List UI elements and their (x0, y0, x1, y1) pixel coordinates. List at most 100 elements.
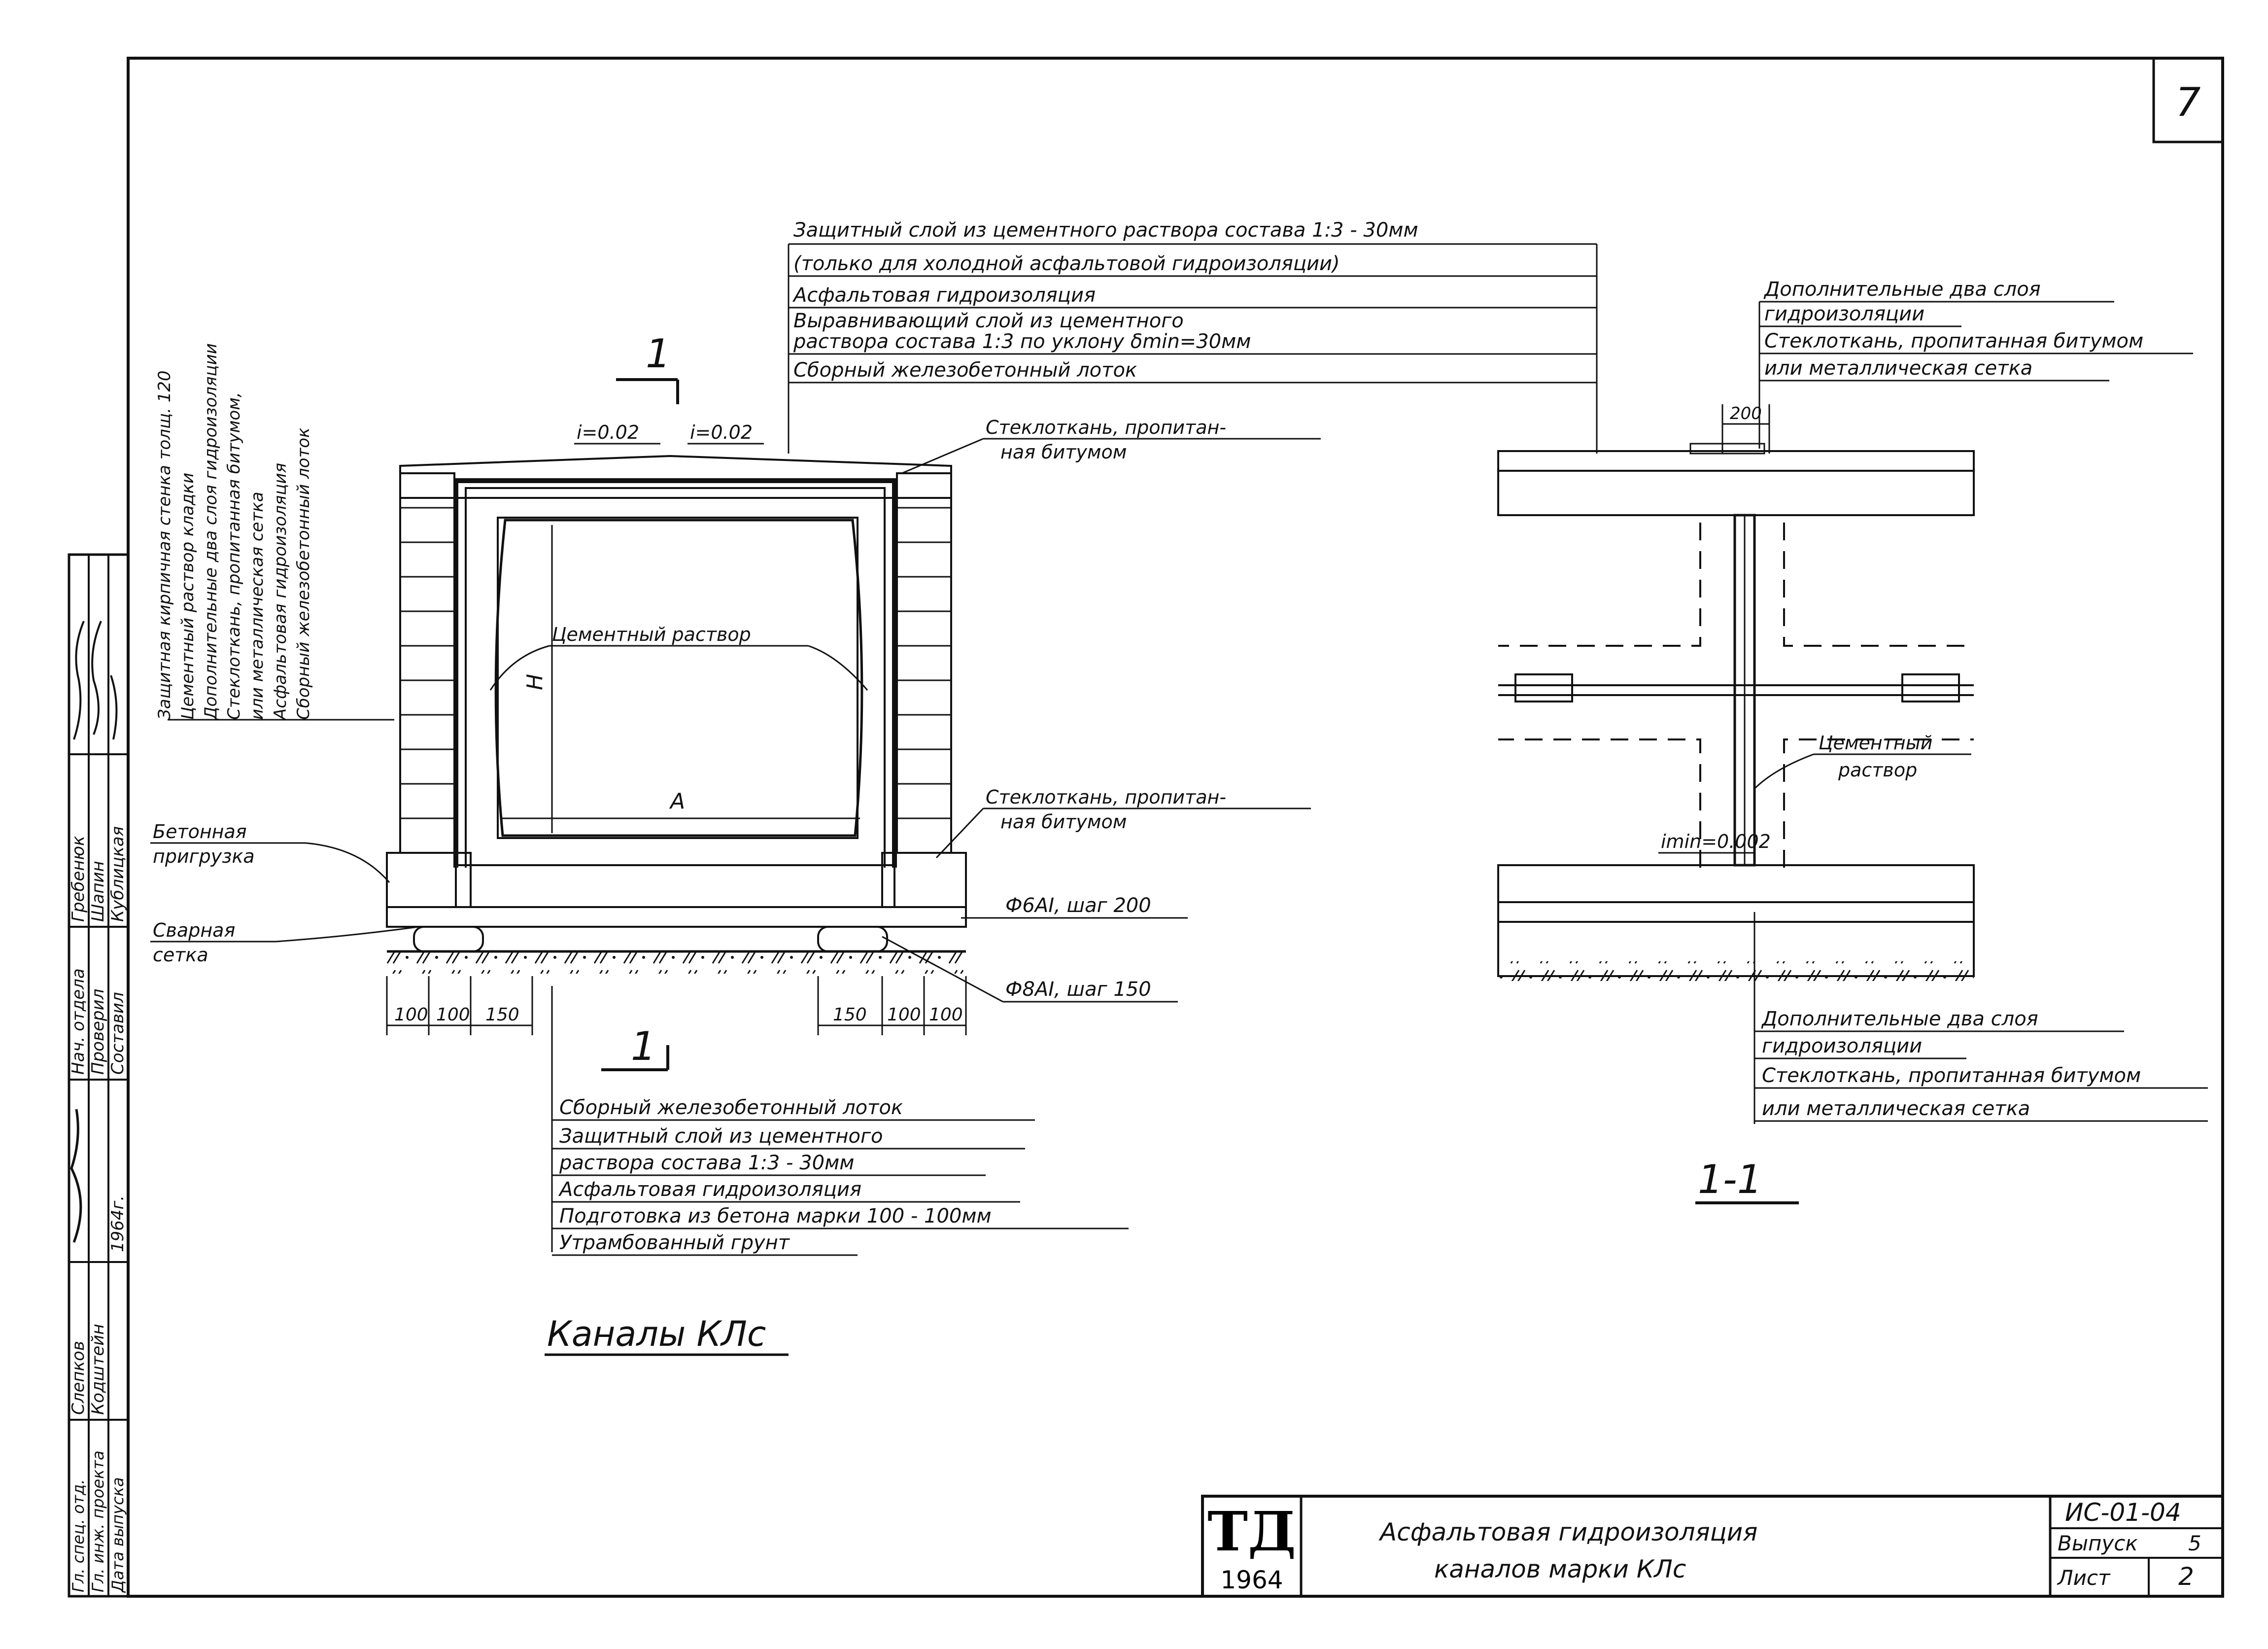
dim-left-3: 150 (485, 1005, 519, 1025)
rebar-2-label: Ф8АI, шаг 150 (1005, 978, 1151, 1001)
logo: ТД (1207, 1500, 1296, 1563)
dim-200: 200 (1730, 404, 1762, 423)
brick-wall-left (399, 472, 455, 854)
signature-icon (73, 621, 118, 740)
stamp-role-1: Нач. отдела (69, 968, 88, 1075)
slope-label-right: i=0.02 (690, 421, 753, 443)
top-slab (399, 455, 952, 499)
dim-right-1: 150 (833, 1005, 867, 1025)
right-ground (1498, 961, 1974, 981)
slope-label-left: i=0.02 (577, 421, 639, 443)
stamp-role-5: Гл. инж. проекта (89, 1450, 107, 1592)
dim-left-1: 100 (394, 1005, 428, 1025)
right-bottom-callout-1: Дополнительные два слоя (1761, 1008, 2038, 1030)
bottom-layer-5: Подготовка из бетона марки 100 - 100мм (559, 1205, 992, 1228)
stamp-role-2: Проверил (88, 989, 108, 1075)
right-top-callout-1: Дополнительные два слоя (1763, 278, 2041, 301)
dim-right-2: 100 (887, 1005, 921, 1025)
sheet-number: 2 (2178, 1562, 2194, 1591)
section-mark-bottom: 1 (601, 1023, 669, 1071)
stamp-name-1: Гребенюк (69, 836, 88, 922)
stamp-role-4: Гл. спец. отд. (69, 1479, 88, 1592)
support-pad-right (817, 926, 888, 952)
right-concrete-preparation (1497, 901, 1975, 923)
top-layer-5: раствора состава 1:3 по уклону δmin=30мм (793, 330, 1251, 353)
cement-mortar-label: Цементный раствор (552, 624, 751, 645)
right-bottom-callout-4: или металлическая сетка (1762, 1097, 2030, 1120)
top-layer-2: (только для холодной асфальтовой гидроиз… (793, 252, 1340, 275)
concrete-preparation (386, 906, 967, 928)
title-line-2: каналов марки КЛс (1434, 1555, 1686, 1583)
year: 1964 (1220, 1566, 1283, 1594)
right-cement-mortar-2: раствор (1838, 759, 1917, 781)
bottom-layer-2: Защитный слой из цементного (559, 1125, 883, 1148)
bottom-layer-6: Утрамбованный грунт (559, 1231, 790, 1254)
bottom-layers-callout: Сборный железобетонный лоток Защитный сл… (551, 986, 1129, 1256)
welded-mesh-label-1: Сварная (153, 919, 235, 941)
right-bottom-callout-2: гидроизоляции (1762, 1035, 1922, 1057)
vcallout-5: или металлическая сетка (247, 491, 267, 720)
height-label: H (522, 674, 548, 690)
vcallout-2: Цементный раствор кладки (178, 473, 198, 720)
stamp-name-2: Шапин (88, 861, 108, 922)
bottom-layer-1: Сборный железобетонный лоток (559, 1096, 903, 1119)
vcallout-6: Асфальтовая гидроизоляция (271, 463, 290, 721)
right-top-slab (1497, 470, 1975, 516)
svg-text:1: 1 (631, 1023, 656, 1069)
top-layer-6: Сборный железобетонный лоток (793, 359, 1137, 382)
page-number: 7 (2176, 79, 2201, 125)
right-section-1-1: 200 Дополнительные два слоя гидроизоляци… (1497, 278, 2208, 1204)
welded-mesh-label-2: сетка (153, 944, 208, 966)
right-slope-label: imin=0.002 (1661, 831, 1771, 852)
title-line-1: Асфальтовая гидроизоляция (1378, 1518, 1757, 1546)
vcallout-7: Сборный железобетонный лоток (294, 427, 313, 720)
right-top-callout-2: гидроизоляции (1764, 303, 1924, 325)
bottom-layer-3: раствора состава 1:3 - 30мм (559, 1152, 854, 1174)
doc-code: ИС-01-04 (2065, 1498, 2181, 1527)
vcallout-3: Дополнительные два слоя гидроизоляции (201, 343, 221, 721)
stamp-role-3: Составил (108, 992, 128, 1075)
stamp-name-3: Кублицкая (108, 826, 128, 922)
side-insert-right (1901, 673, 1960, 702)
bottom-slab (455, 864, 895, 908)
side-stamp: Нач. отдела Гребенюк Проверил Шапин Сост… (68, 553, 130, 1598)
top-layer-3: Асфальтовая гидроизоляция (792, 284, 1096, 307)
channel-opening (494, 519, 863, 837)
sheet-label: Лист (2057, 1566, 2111, 1590)
vcallout-1: Защитная кирпичная стенка толщ. 120 (155, 370, 174, 720)
support-pad-left (413, 926, 484, 952)
title-block: ТД 1964 Асфальтовая гидроизоляция канало… (1201, 1495, 2224, 1598)
right-top-callout-4: или металлическая сетка (1764, 357, 2032, 380)
dim-right-3: 100 (929, 1005, 963, 1025)
stamp-date: 1964г. (108, 1195, 128, 1252)
right-bottom-slab (1497, 864, 1975, 903)
glass-fabric-bottom-2: ная битумом (1000, 811, 1127, 833)
page-number-box: 7 (2152, 58, 2223, 143)
stamp-role-6: Дата выпуска (108, 1477, 127, 1593)
concrete-ballast-label-1: Бетонная (153, 821, 247, 842)
bottom-layer-4: Асфальтовая гидроизоляция (558, 1178, 861, 1201)
vcallout-4: Стеклоткань, пропитанная битумом, (224, 392, 244, 720)
top-layer-1: Защитный слой из цементного раствора сос… (793, 219, 1418, 242)
stamp-name-5: Кодштейн (88, 1324, 108, 1415)
glass-fabric-top-2: ная битумом (1000, 441, 1127, 463)
left-cross-section: H A i=0.02 i=0.02 Цементный раствор Стек… (150, 331, 1321, 1071)
compacted-ground (387, 951, 966, 974)
top-layers-callout: Защитный слой из цементного раствора сос… (788, 219, 1598, 454)
top-layer-4: Выравнивающий слой из цементного (793, 310, 1184, 332)
side-insert-left (1514, 673, 1573, 702)
right-bottom-callout-3: Стеклоткань, пропитанная битумом (1762, 1064, 2141, 1087)
rebar-1-label: Ф6АI, шаг 200 (1005, 894, 1151, 917)
width-label: A (669, 789, 685, 814)
signature-icon (70, 1109, 82, 1243)
waterproofing-line (453, 478, 897, 868)
glass-fabric-top-1: Стеклоткань, пропитан- (986, 417, 1226, 438)
vertical-callouts: Защитная кирпичная стенка толщ. 120 Цеме… (155, 343, 394, 721)
right-cement-mortar-1: Цементный (1819, 732, 1932, 754)
concrete-ballast-label-2: пригрузка (153, 845, 255, 867)
section-mark-top: 1 (616, 331, 679, 404)
section-label-1-1: 1-1 (1698, 1157, 1762, 1202)
dim-left-2: 100 (436, 1005, 470, 1025)
brick-wall-right (896, 472, 952, 854)
